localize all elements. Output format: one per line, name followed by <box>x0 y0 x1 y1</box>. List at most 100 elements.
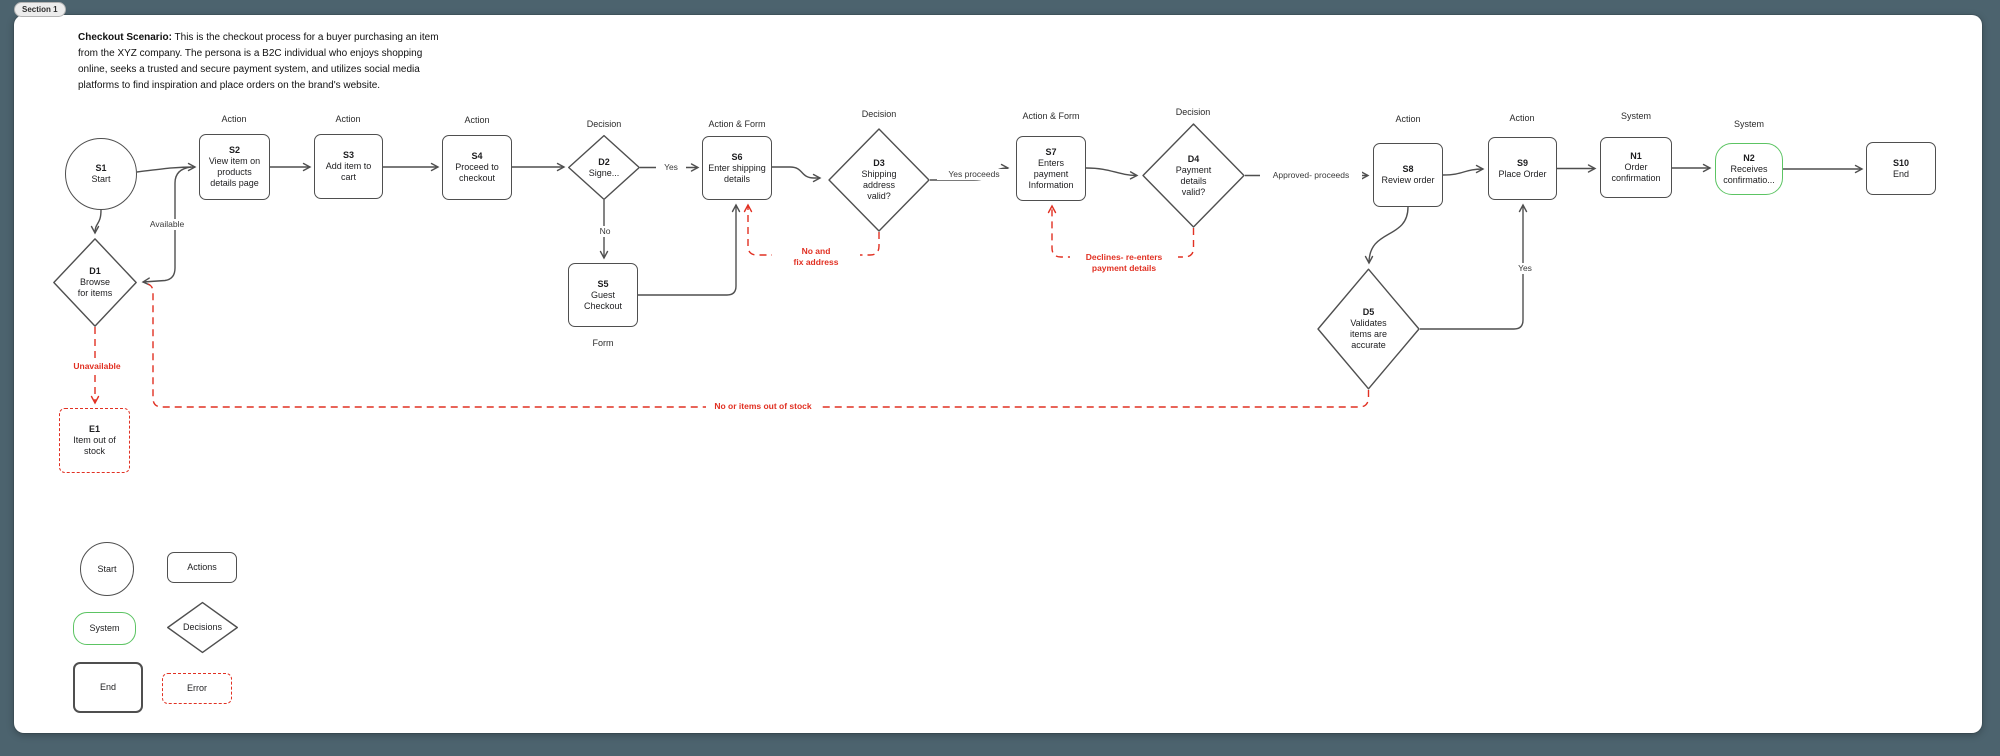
node-d1-label: Browse for items <box>77 277 113 298</box>
edge-label-unavailable: Unavailable <box>59 361 135 372</box>
node-s9-place-order[interactable]: S9 Place Order <box>1488 137 1557 200</box>
node-s2-id: S2 <box>228 145 240 155</box>
diamond-shape <box>828 128 930 232</box>
node-e1-item-out-of-stock[interactable]: E1 Item out of stock <box>59 408 130 473</box>
node-s8-label: Review order <box>1381 175 1435 185</box>
category-label-n1: System <box>1620 111 1651 121</box>
category-label-n2: System <box>1733 119 1764 129</box>
node-s1-label: Start <box>91 174 111 184</box>
edge-d5-s9 <box>1420 203 1528 330</box>
edge-s6-d3 <box>772 166 822 183</box>
diamond-shape <box>1317 268 1420 390</box>
node-s9-label: Place Order <box>1498 168 1547 179</box>
node-s7-payment-info[interactable]: S7 Enters payment Information <box>1016 136 1086 201</box>
legend-error-label: Error <box>187 683 207 693</box>
node-s1-id: S1 <box>95 163 107 173</box>
edge-s8-d5 <box>1364 206 1409 265</box>
node-s2-view-item[interactable]: S2 View item on products details page <box>199 134 270 200</box>
edge-label-declines-reenters: Declines- re-enters payment details <box>1070 252 1178 274</box>
node-s3-id: S3 <box>342 150 354 160</box>
node-s1-start[interactable]: S1 Start <box>65 138 137 210</box>
edge-s7-d4 <box>1085 167 1139 180</box>
node-s8-review-order[interactable]: S8 Review order <box>1373 143 1443 207</box>
category-label-s6: Action & Form <box>708 119 766 129</box>
node-s7-label: Enters payment Information <box>1028 157 1074 190</box>
description-line1-text: This is the checkout process for a buyer… <box>171 32 439 43</box>
node-s10-label: End <box>1892 168 1909 179</box>
node-d1-browse-items[interactable]: D1 Browse for items <box>53 238 137 327</box>
scenario-description: Checkout Scenario: This is the checkout … <box>78 30 439 94</box>
legend-end-label: End <box>99 682 116 692</box>
node-s3-label: Add item to cart <box>325 161 372 182</box>
edge-label-no-fix-address: No and fix address <box>772 246 860 268</box>
legend-start-label: Start <box>97 563 117 574</box>
node-n2-label: Receives confirmatio... <box>1723 163 1775 185</box>
node-s9-id: S9 <box>1516 157 1528 168</box>
edge-label-d5-yes: Yes <box>1508 263 1542 274</box>
node-d2-signed-in[interactable]: D2 Signe... <box>568 135 640 200</box>
node-s3-add-to-cart[interactable]: S3 Add item to cart <box>314 134 383 199</box>
description-line: online, seeks a trusted and secure payme… <box>78 64 420 75</box>
diamond-shape <box>568 135 640 200</box>
legend-system-shape[interactable]: System <box>73 612 136 645</box>
legend-decisions-shape[interactable]: Decisions <box>167 602 238 653</box>
whiteboard-canvas[interactable]: Checkout Scenario: This is the checkout … <box>14 15 1982 733</box>
node-d4-payment-valid[interactable]: D4 Payment details valid? <box>1142 123 1245 228</box>
node-s6-shipping-details[interactable]: S6 Enter shipping details <box>702 136 772 200</box>
category-label-d2: Decision <box>586 119 622 129</box>
edge-label-available: Available <box>142 219 192 230</box>
node-s10-end[interactable]: S10 End <box>1866 142 1936 195</box>
category-label-d3: Decision <box>861 109 897 119</box>
node-s5-guest-checkout[interactable]: S5 Guest Checkout <box>568 263 638 327</box>
legend-start-shape[interactable]: Start <box>80 542 134 596</box>
category-label-s9: Action <box>1509 113 1535 123</box>
legend-end-shape[interactable]: End <box>73 662 143 713</box>
legend-system-label: System <box>89 623 120 633</box>
node-d4-label: Payment details valid? <box>1175 164 1212 197</box>
node-d1-id: D1 <box>89 266 101 276</box>
category-label-s8: Action <box>1395 114 1421 124</box>
edge-available-d1 <box>141 166 192 286</box>
node-n1-order-confirmation[interactable]: N1 Order confirmation <box>1600 137 1672 198</box>
node-s4-proceed-checkout[interactable]: S4 Proceed to checkout <box>442 135 512 200</box>
description-line: platforms to find inspiration and place … <box>78 80 381 91</box>
node-d2-label: Signe... <box>588 167 620 178</box>
edge-s1-d1 <box>90 209 102 235</box>
node-n1-label: Order confirmation <box>1611 162 1661 183</box>
edge-label-yes-proceeds: Yes proceeds <box>937 169 1011 180</box>
node-s2-label: View item on products details page <box>208 156 261 188</box>
node-s6-label: Enter shipping details <box>708 162 766 184</box>
node-s5-label: Guest Checkout <box>583 289 623 311</box>
legend-error-shape[interactable]: Error <box>162 673 232 704</box>
category-label-s3: Action <box>335 114 361 124</box>
legend-actions-shape[interactable]: Actions <box>167 552 237 583</box>
node-d3-label: Shipping address valid? <box>861 169 897 201</box>
node-d5-validates-items[interactable]: D5 Validates items are accurate <box>1317 268 1420 390</box>
description-bold: Checkout Scenario: <box>78 32 172 43</box>
section-tag[interactable]: Section 1 <box>14 2 66 17</box>
node-n2-receives-confirmation[interactable]: N2 Receives confirmatio... <box>1715 143 1783 195</box>
node-s4-label: Proceed to checkout <box>455 162 499 183</box>
category-label-d4: Decision <box>1175 107 1211 117</box>
edge-s5-s6 <box>638 203 741 296</box>
node-s6-id: S6 <box>731 151 743 162</box>
category-label-s7: Action & Form <box>1022 111 1080 121</box>
legend-decisions-label: Decisions <box>182 622 222 632</box>
edge-label-no: No <box>591 226 619 237</box>
node-e1-label: Item out of stock <box>73 435 116 456</box>
description-line: Checkout Scenario: This is the checkout … <box>78 30 439 46</box>
node-d5-id: D5 <box>1362 307 1375 317</box>
node-d3-id: D3 <box>873 158 885 168</box>
node-s10-id: S10 <box>1892 157 1909 168</box>
node-n1-id: N1 <box>1630 151 1642 161</box>
category-label-s5: Form <box>592 338 614 348</box>
edge-s8-s9 <box>1442 164 1485 176</box>
node-s8-id: S8 <box>1402 164 1414 174</box>
node-n2-id: N2 <box>1743 152 1755 163</box>
diamond-shape <box>1142 123 1245 228</box>
node-s7-id: S7 <box>1045 146 1057 157</box>
node-s4-id: S4 <box>471 151 483 161</box>
node-d3-address-valid[interactable]: D3 Shipping address valid? <box>828 128 930 232</box>
node-e1-id: E1 <box>88 424 100 434</box>
